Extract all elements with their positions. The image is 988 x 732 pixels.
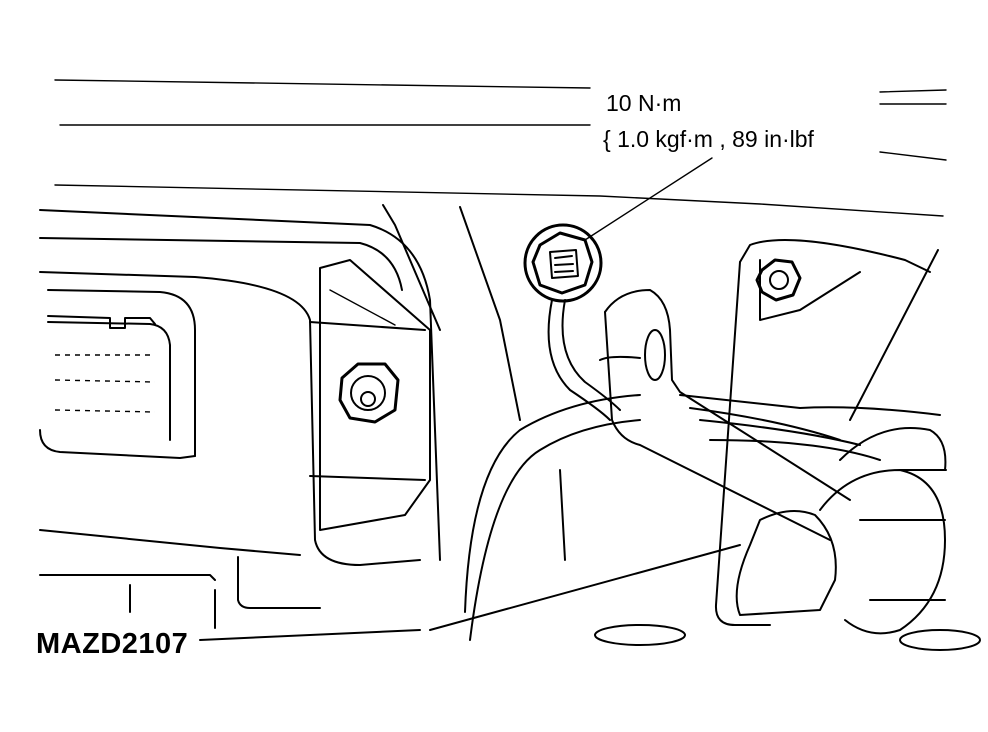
bracket-nut (338, 362, 400, 424)
right-bracket (679, 239, 941, 626)
tool-and-grommets (559, 427, 981, 651)
ground-terminal (523, 157, 713, 421)
strap-bracket (599, 289, 851, 541)
module-housing (39, 209, 441, 629)
torque-value-label: 10 N·m (606, 90, 682, 116)
figure-id: MAZD2107 (36, 628, 189, 660)
body-panel-lines (54, 79, 947, 217)
torque-conversion-label: { 1.0 kgf·m , 89 in·lbf (603, 126, 814, 152)
pipes (199, 204, 741, 641)
